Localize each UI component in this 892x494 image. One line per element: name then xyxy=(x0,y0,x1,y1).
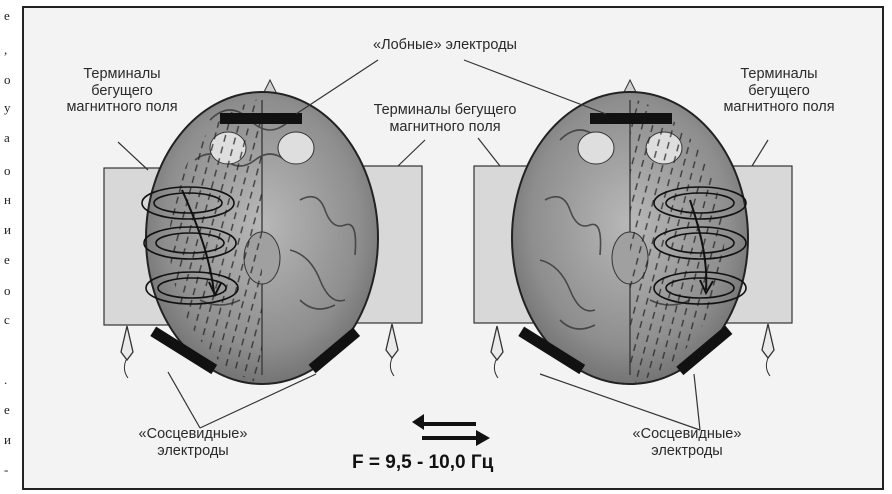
left-mastoid-label: «Сосцевидные» электроды xyxy=(118,426,268,459)
center-terminals-label: Терминалы бегущего магнитного поля xyxy=(350,102,540,135)
frequency-label: F = 9,5 - 10,0 Гц xyxy=(352,452,552,474)
right-mastoid-label: «Сосцевидные» электроды xyxy=(612,426,762,459)
right-frontal-electrode xyxy=(590,113,672,124)
bidirectional-arrow-icon xyxy=(412,414,490,446)
left-frontal-electrode xyxy=(220,113,302,124)
right-terminals-label: Терминалы бегущего магнитного поля xyxy=(718,66,840,116)
left-terminals-label: Терминалы бегущего магнитного поля xyxy=(62,66,182,116)
frontal-electrodes-label: «Лобные» электроды xyxy=(340,37,550,54)
